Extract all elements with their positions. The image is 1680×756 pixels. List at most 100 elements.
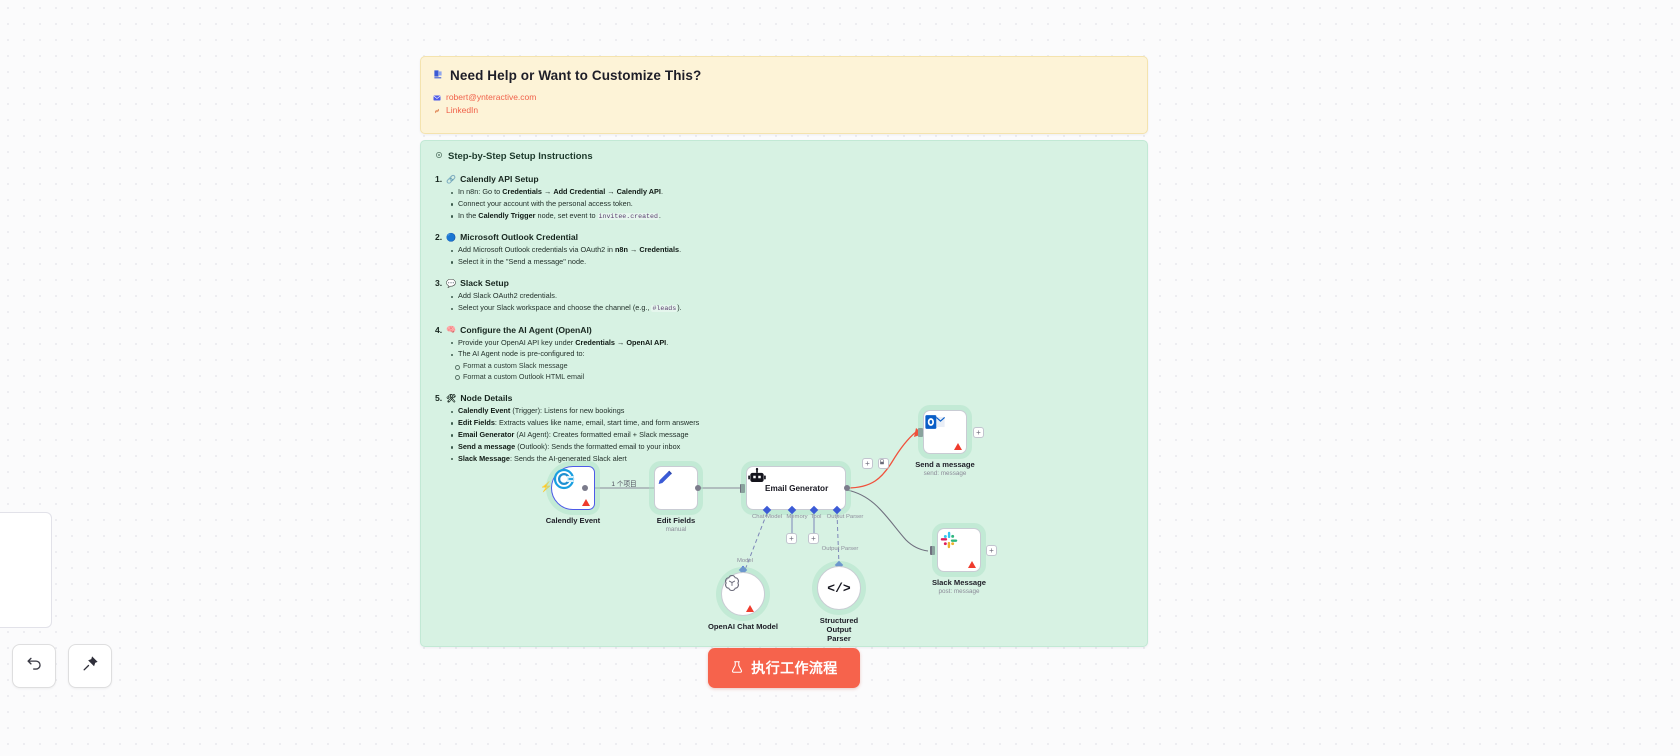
node-email-generator-title: Email Generator <box>765 483 829 493</box>
instruction-bullet: Send a message (Outlook): Sends the form… <box>451 442 1135 452</box>
workflow-edges <box>585 428 929 571</box>
add-node-after-outlook-button[interactable]: + <box>973 427 984 438</box>
node-slack-message-sublabel: post: message <box>938 588 980 595</box>
label-model: Model <box>736 558 754 564</box>
pushpin-icon <box>433 68 444 83</box>
instruction-section-heading: 2.🔵Microsoft Outlook Credential <box>435 232 1135 242</box>
instruction-bullet: Add Microsoft Outlook credentials via OA… <box>451 245 1135 255</box>
add-node-button[interactable]: + <box>862 458 873 469</box>
node-email-generator-box[interactable]: Email Generator <box>746 466 846 510</box>
instruction-bullet: Select it in the "Send a message" node. <box>451 257 1135 267</box>
node-send-a-message[interactable]: Send a message send: message <box>915 410 975 477</box>
section-number: 5. <box>435 393 443 404</box>
left-floating-panel <box>0 512 52 628</box>
instructions-title-row: Step-by-Step Setup Instructions <box>435 151 1135 162</box>
instructions-body: 1.🔗Calendly API Setup In n8n: Go to Crede… <box>433 174 1135 464</box>
node-email-generator[interactable]: Email Generator <box>746 466 846 510</box>
help-note-title: Need Help or Want to Customize This? <box>450 68 702 83</box>
node-calendly-box[interactable] <box>551 466 595 510</box>
instruction-bullet: Email Generator (AI Agent): Creates form… <box>451 430 1135 440</box>
help-email-link[interactable]: robert@ynteractive.com <box>446 92 537 102</box>
node-slack-message-label: Slack Message <box>931 578 987 587</box>
node-calendly-output-port[interactable] <box>582 485 588 491</box>
section-emoji-icon: 🔵 <box>446 232 457 242</box>
node-openai-chat-model[interactable]: OpenAI Chat Model <box>708 572 778 631</box>
node-structured-output-parser[interactable]: </> Structured Output Parser <box>817 566 861 643</box>
section-title: Node Details <box>460 393 513 404</box>
execute-workflow-button[interactable]: 执行工作流程 <box>708 648 860 688</box>
node-edit-fields-output-port[interactable] <box>695 485 701 491</box>
instruction-bullet: Add Slack OAuth2 credentials. <box>451 291 1135 301</box>
section-emoji-icon: 💬 <box>446 278 457 288</box>
node-warning-icon <box>968 561 976 568</box>
node-slack-message[interactable]: Slack Message post: message <box>932 528 986 595</box>
mail-icon <box>433 93 441 101</box>
node-send-message-sublabel: send: message <box>923 470 967 477</box>
help-linkedin-link[interactable]: LinkedIn <box>446 105 479 116</box>
label-output-parser-sub: Output Parser <box>821 546 859 552</box>
instruction-bullet-list: Add Microsoft Outlook credentials via OA… <box>441 245 1135 267</box>
instruction-bullet: Connect your account with the personal a… <box>451 199 1135 209</box>
instruction-bullet: Provide your OpenAI API key under Creden… <box>451 338 1135 348</box>
node-warning-icon <box>582 499 590 506</box>
add-node-after-slack-button[interactable]: + <box>986 545 997 556</box>
instruction-bullet-list: Add Slack OAuth2 credentials. Select your… <box>441 291 1135 313</box>
node-slack-message-input-port[interactable] <box>930 546 935 555</box>
node-slack-message-box[interactable] <box>937 528 981 572</box>
node-openai-label: OpenAI Chat Model <box>707 622 779 631</box>
node-structured-output-parser-box[interactable]: </> <box>817 566 861 610</box>
help-sticky-note[interactable]: Need Help or Want to Customize This? rob… <box>420 56 1148 134</box>
node-edit-fields-sublabel: manual <box>665 526 687 533</box>
instruction-bullet-list: Provide your OpenAI API key under Creden… <box>441 338 1135 360</box>
node-send-message-box[interactable] <box>923 410 967 454</box>
node-warning-icon <box>954 443 962 450</box>
section-title: Slack Setup <box>460 278 509 289</box>
instruction-bullet: Select your Slack workspace and choose t… <box>451 303 1135 313</box>
node-edit-fields[interactable]: Edit Fields manual <box>654 466 698 533</box>
section-title: Calendly API Setup <box>460 174 539 184</box>
node-email-generator-output-port[interactable] <box>844 485 850 491</box>
node-email-generator-input-port[interactable] <box>740 484 745 493</box>
node-calendly-event[interactable]: Calendly Event <box>546 466 600 525</box>
instruction-section-heading: 4.🧠Configure the AI Agent (OpenAI) <box>435 325 1135 335</box>
node-warning-icon <box>746 605 754 612</box>
add-memory-button[interactable]: + <box>786 533 797 544</box>
flask-icon <box>730 660 744 677</box>
pin-tool-button[interactable] <box>68 644 112 688</box>
node-openai-box[interactable] <box>721 572 765 616</box>
left-tool-buttons <box>12 644 112 688</box>
add-tool-button[interactable]: + <box>808 533 819 544</box>
instruction-section-heading: 5.🛠Node Details <box>435 393 1135 403</box>
code-icon: </> <box>827 580 851 596</box>
workflow-canvas[interactable]: ⚡ Calendly Event 1 个项目 Edit Fields <box>420 400 1148 647</box>
instruction-bullet: In the Calendly Trigger node, set event … <box>451 211 1135 221</box>
instruction-bullet: Calendly Event (Trigger): Listens for ne… <box>451 406 1135 416</box>
node-send-message-label: Send a message <box>915 460 975 469</box>
help-linkedin-row: LinkedIn <box>433 104 1135 116</box>
instruction-section-heading: 1.🔗Calendly API Setup <box>435 174 1135 184</box>
section-title: Microsoft Outlook Credential <box>460 232 579 243</box>
instruction-bullet-list: Calendly Event (Trigger): Listens for ne… <box>441 406 1135 464</box>
node-send-message-input-port[interactable] <box>918 428 923 437</box>
section-number: 3. <box>435 278 443 289</box>
instruction-sub-bullet: Format a custom Slack message <box>455 361 1135 371</box>
gear-icon <box>435 151 443 162</box>
node-edit-fields-label: Edit Fields <box>656 516 696 525</box>
pin-data-button[interactable] <box>878 458 889 469</box>
node-structured-output-parser-label: Structured Output Parser <box>819 616 859 644</box>
node-edit-fields-box[interactable] <box>654 466 698 510</box>
section-emoji-icon: 🛠 <box>446 393 457 403</box>
instruction-bullet-list: In n8n: Go to Credentials → Add Credenti… <box>441 187 1135 221</box>
label-chat-model: Chat Model <box>751 514 783 520</box>
instructions-sticky-note[interactable]: Step-by-Step Setup Instructions 1.🔗Calen… <box>420 140 1148 647</box>
instructions-title: Step-by-Step Setup Instructions <box>448 151 593 162</box>
section-emoji-icon: 🧠 <box>446 325 457 335</box>
undo-button[interactable] <box>12 644 56 688</box>
execute-workflow-label: 执行工作流程 <box>751 660 838 676</box>
label-memory: Memory <box>786 514 808 520</box>
section-number: 1. <box>435 174 443 184</box>
node-calendly-label: Calendly Event <box>545 516 601 525</box>
instruction-bullet: Slack Message: Sends the AI-generated Sl… <box>451 454 1135 464</box>
instruction-bullet: The AI Agent node is pre-configured to: <box>451 349 1135 359</box>
